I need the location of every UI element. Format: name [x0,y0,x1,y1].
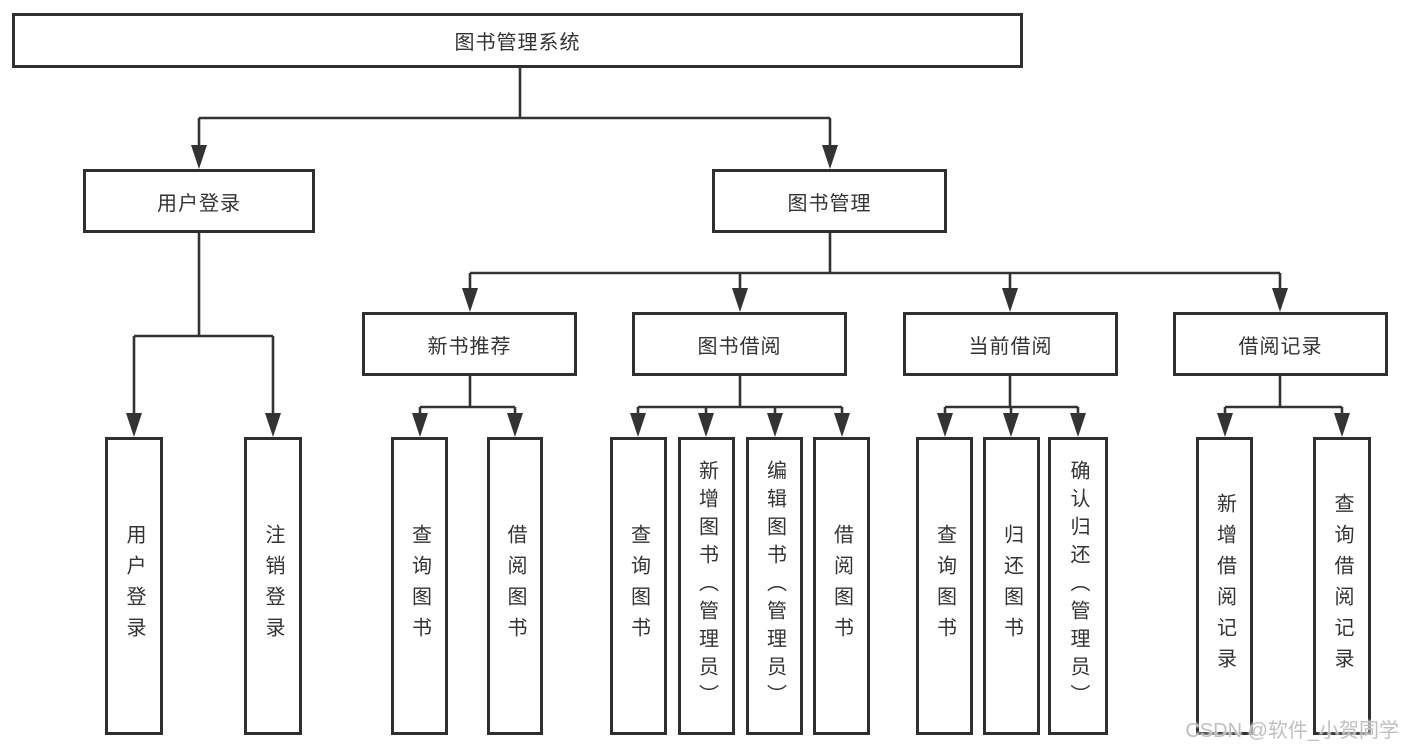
leaf-borrow-edit-books-admin: 编辑图书（管理员） [746,437,803,735]
node-label: 借阅图书 [830,524,853,648]
node-label: 借阅图书 [504,524,526,648]
leaf-user-login: 用户登录 [105,437,163,735]
leaf-borrow-borrow-books: 借阅图书 [813,437,870,735]
node-label: 用户登录 [123,524,145,648]
leaf-borrow-add-books-admin: 新增图书（管理员） [678,437,735,735]
watermark: CSDN @软件_小贺同学 [1185,720,1399,742]
node-label: 查询图书 [627,524,650,648]
node-user-login: 用户登录 [83,169,315,233]
node-label: 确认归还（管理员） [1067,460,1089,712]
node-library-management-system: 图书管理系统 [12,13,1023,68]
leaf-current-query-books: 查询图书 [916,437,973,735]
node-book-borrow: 图书借阅 [632,312,847,376]
node-label: 当前借阅 [968,335,1053,358]
node-label: 归还图书 [1000,524,1023,648]
node-label: 图书管理 [787,192,872,215]
node-label: 注销登录 [262,524,284,648]
node-label: 查询借阅记录 [1331,493,1353,679]
node-label: 用户登录 [157,192,241,215]
node-label: 查询图书 [408,524,431,648]
node-label: 新增借阅记录 [1213,493,1236,679]
node-label: 图书管理系统 [454,32,581,54]
leaf-records-add-borrow-record: 新增借阅记录 [1196,437,1253,735]
leaf-recommend-query-books: 查询图书 [391,437,448,735]
leaf-logout: 注销登录 [244,437,302,735]
node-label: 图书借阅 [697,335,782,358]
leaf-borrow-query-books: 查询图书 [610,437,667,735]
node-borrow-records: 借阅记录 [1173,312,1388,376]
leaf-current-return-books: 归还图书 [983,437,1040,735]
node-new-book-recommend: 新书推荐 [362,312,577,376]
node-label: 借阅记录 [1238,335,1323,358]
node-label: 新增图书（管理员） [695,460,718,712]
leaf-current-confirm-return-admin: 确认归还（管理员） [1048,437,1108,735]
leaf-recommend-borrow-books: 借阅图书 [487,437,543,735]
node-label: 编辑图书（管理员） [763,460,786,712]
node-book-management: 图书管理 [712,169,947,233]
node-label: 新书推荐 [427,335,512,358]
leaf-records-query-borrow-record: 查询借阅记录 [1313,437,1371,735]
node-label: 查询图书 [933,524,956,648]
node-current-borrow: 当前借阅 [903,312,1118,376]
